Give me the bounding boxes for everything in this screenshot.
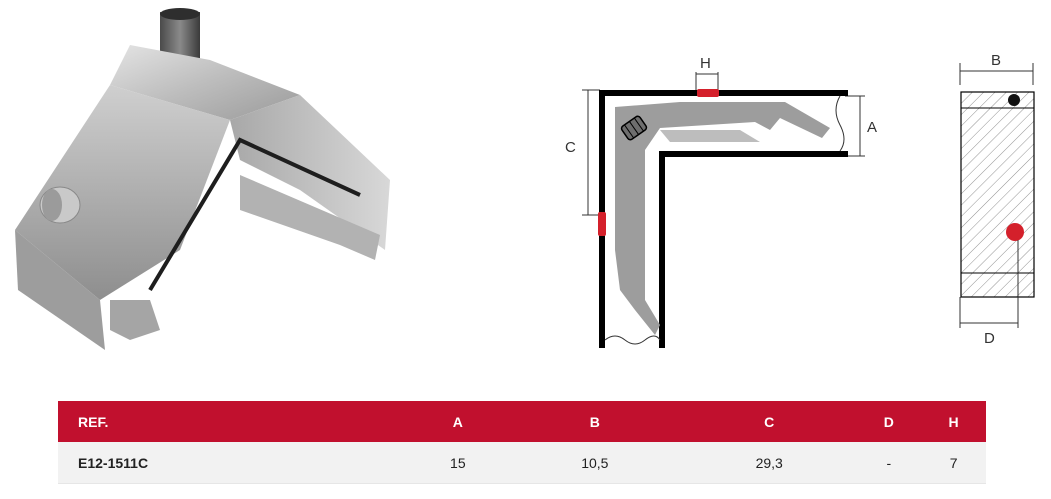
cell-c: 29,3: [682, 442, 857, 484]
column-header-c: C: [682, 401, 857, 442]
side-view-drawing: B D: [959, 52, 1035, 347]
cross-section-drawing: C H A: [565, 55, 877, 348]
cell-d: -: [856, 442, 922, 484]
column-header-b: B: [507, 401, 683, 442]
marker-dot: [1006, 223, 1024, 241]
cell-a: 15: [408, 442, 508, 484]
dimension-h-label: H: [700, 55, 711, 72]
dimension-b-label: B: [991, 52, 1001, 69]
screw-symbol: [620, 115, 648, 141]
column-header-ref: REF.: [58, 401, 408, 442]
column-header-h: H: [921, 401, 986, 442]
figure-area: C H A: [15, 8, 1035, 350]
dimension-d-label: D: [984, 330, 995, 347]
column-header-d: D: [856, 401, 922, 442]
spec-table: REF. A B C D H E12-1511C 15 10,5 29,3 - …: [58, 401, 986, 484]
table-row: E12-1511C 15 10,5 29,3 - 7: [58, 442, 986, 484]
marker-top: [697, 89, 719, 97]
dimension-a-label: A: [867, 119, 877, 136]
cell-ref: E12-1511C: [58, 442, 408, 484]
column-header-a: A: [408, 401, 508, 442]
marker-left: [598, 212, 606, 236]
product-photo: [15, 8, 390, 350]
cell-b: 10,5: [507, 442, 683, 484]
dimension-c-label: C: [565, 139, 576, 156]
screw-dot: [1008, 94, 1020, 106]
table-header-row: REF. A B C D H: [58, 401, 986, 442]
cell-h: 7: [921, 442, 986, 484]
